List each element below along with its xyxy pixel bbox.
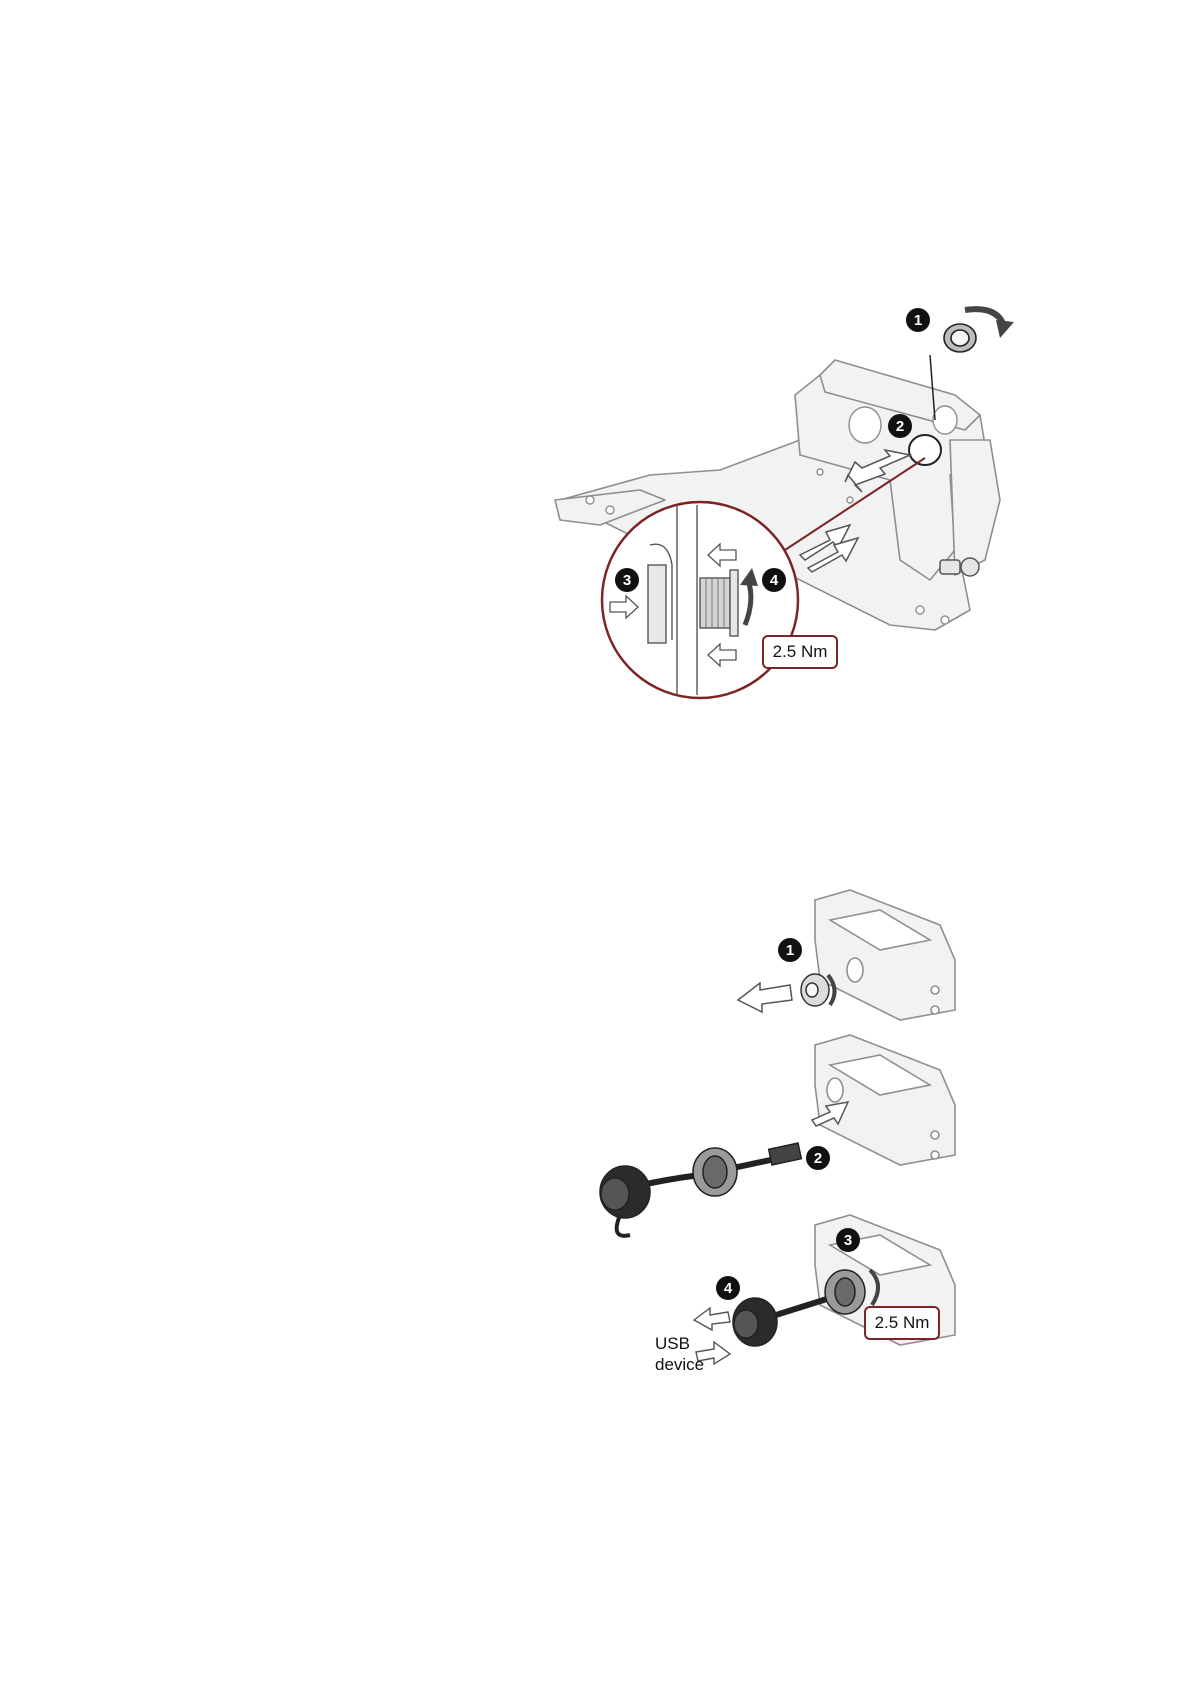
- panel-a-cap: [801, 974, 835, 1006]
- bracket-side-flange: [950, 440, 1000, 575]
- usb-step-1-badge: 1: [778, 938, 802, 962]
- usb-cable-assembly: [600, 1143, 801, 1236]
- step-1-badge: 1: [906, 308, 930, 332]
- plate-hole: [916, 606, 924, 614]
- plate-hole: [586, 496, 594, 504]
- usb-step-3-badge: 3: [836, 1228, 860, 1252]
- side-knob-cap: [961, 558, 979, 576]
- side-knob: [940, 560, 960, 574]
- step-3-badge: 3: [615, 568, 639, 592]
- usb-cable-installed: [733, 1270, 878, 1346]
- step-2-badge: 2: [888, 414, 912, 438]
- box-opening: [933, 406, 957, 434]
- usb-device-label-line2: device: [655, 1354, 704, 1375]
- usb-step-2-badge: 2: [806, 1146, 830, 1170]
- step-4-badge: 4: [762, 568, 786, 592]
- plate-hole: [847, 497, 853, 503]
- usb-device-label-line1: USB: [655, 1333, 704, 1354]
- figure-2-usb-diagram: [0, 880, 1191, 1400]
- panel-a-arrow: [738, 983, 792, 1012]
- box-port: [909, 435, 941, 465]
- usb-step-4-badge: 4: [716, 1276, 740, 1300]
- plate-hole: [941, 616, 949, 624]
- plate-hole: [606, 506, 614, 514]
- usb-device-label: USB device: [655, 1333, 704, 1375]
- usb-torque-label: 2.5 Nm: [864, 1306, 940, 1340]
- torque-label: 2.5 Nm: [762, 635, 838, 669]
- box-opening: [849, 407, 881, 443]
- panel-b-box: [815, 1035, 955, 1165]
- plate-hole: [817, 469, 823, 475]
- panel-a-box: [815, 890, 955, 1020]
- figure-1-bracket-diagram: [0, 0, 1191, 760]
